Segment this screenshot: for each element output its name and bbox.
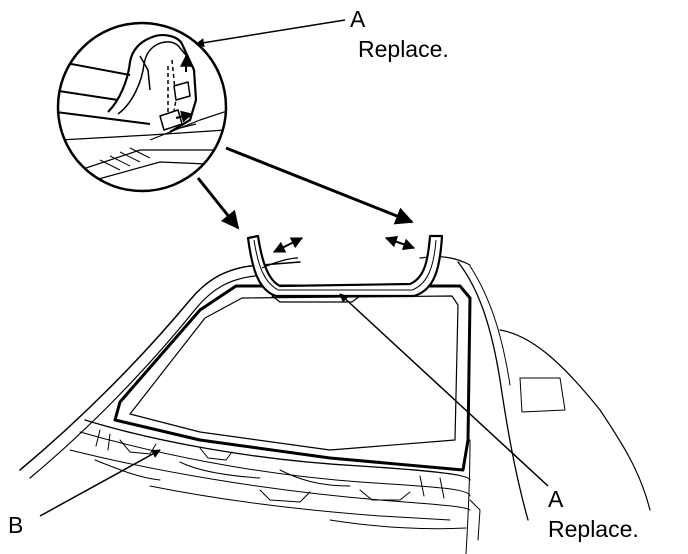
molding-a [246, 234, 444, 298]
detail-magnifier-circle [56, 21, 228, 193]
top-callout-letter: A [350, 6, 366, 32]
top-callout-note: Replace. [358, 36, 449, 62]
bottom-callout-letter: A [548, 486, 564, 512]
windshield-outline [113, 284, 472, 472]
bottom-callout-note: Replace. [548, 516, 639, 542]
detail-circle-outline [56, 21, 228, 193]
leader-lines [39, 19, 549, 517]
vehicle-body [19, 256, 651, 554]
sealant-letter: B [8, 512, 24, 538]
molding-removal-arrows-icon [272, 235, 416, 253]
